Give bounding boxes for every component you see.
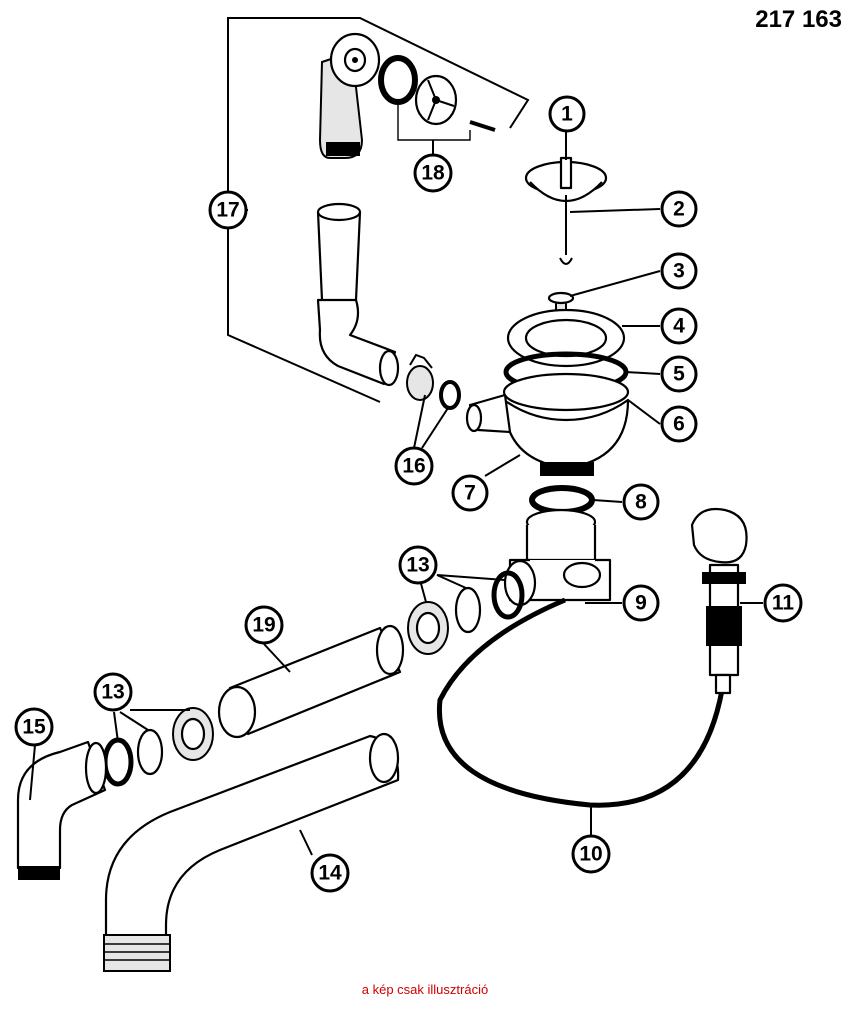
overflow-head-part — [318, 32, 381, 159]
overflow-tube-part — [316, 202, 400, 387]
overflow-ring-and-grid — [378, 55, 496, 141]
callout-9: 9 — [622, 584, 660, 622]
callout-8: 8 — [622, 483, 660, 521]
pipe-nut-left — [102, 707, 214, 787]
callout-2: 2 — [660, 190, 698, 228]
svg-text:4: 4 — [673, 315, 685, 338]
svg-text:17: 17 — [216, 199, 239, 222]
drain-body-part — [465, 291, 630, 476]
callout-15: 15 — [14, 707, 54, 747]
svg-text:8: 8 — [635, 491, 647, 514]
bowden-cable-part — [436, 597, 725, 808]
svg-text:9: 9 — [635, 592, 647, 615]
bend-pipe-part — [103, 732, 400, 972]
illustration-caption: a kép csak illusztráció — [361, 982, 489, 997]
callout-10: 10 — [571, 834, 611, 874]
bracket-17 — [227, 17, 530, 403]
callout-5: 5 — [660, 355, 698, 393]
callout-3: 3 — [660, 252, 698, 290]
svg-text:6: 6 — [673, 413, 685, 436]
callout-19: 19 — [244, 605, 284, 645]
svg-text:15: 15 — [22, 716, 46, 739]
svg-text:10: 10 — [579, 843, 602, 866]
diagram-code: 217 163 — [755, 6, 842, 33]
svg-text:18: 18 — [421, 162, 445, 185]
elbow-part — [16, 740, 108, 880]
pop-up-knob-part — [690, 507, 748, 695]
callout-16: 16 — [394, 446, 434, 486]
callout-11: 11 — [763, 583, 803, 623]
callout-1: 1 — [548, 95, 586, 133]
svg-text:2: 2 — [673, 198, 685, 221]
svg-text:19: 19 — [252, 614, 275, 637]
sealing-washer-part — [529, 485, 595, 515]
callout-6: 6 — [660, 405, 698, 443]
svg-text:14: 14 — [318, 862, 342, 885]
overflow-nut-part — [406, 353, 461, 410]
svg-text:13: 13 — [406, 554, 429, 577]
pipe-nut-right — [407, 570, 525, 655]
callout-13-right: 13 — [398, 545, 438, 585]
callout-18: 18 — [413, 153, 453, 193]
callout-13-left: 13 — [93, 672, 133, 712]
callout-14: 14 — [310, 853, 350, 893]
straight-pipe-part — [217, 624, 405, 739]
svg-text:1: 1 — [561, 103, 573, 126]
callout-17: 17 — [208, 190, 248, 230]
callout-7: 7 — [451, 474, 489, 512]
svg-text:3: 3 — [673, 260, 685, 283]
callout-4: 4 — [660, 307, 698, 345]
svg-text:7: 7 — [464, 482, 476, 505]
svg-text:11: 11 — [772, 592, 795, 615]
svg-text:5: 5 — [673, 363, 685, 386]
svg-text:16: 16 — [402, 455, 425, 478]
svg-text:13: 13 — [101, 681, 124, 704]
